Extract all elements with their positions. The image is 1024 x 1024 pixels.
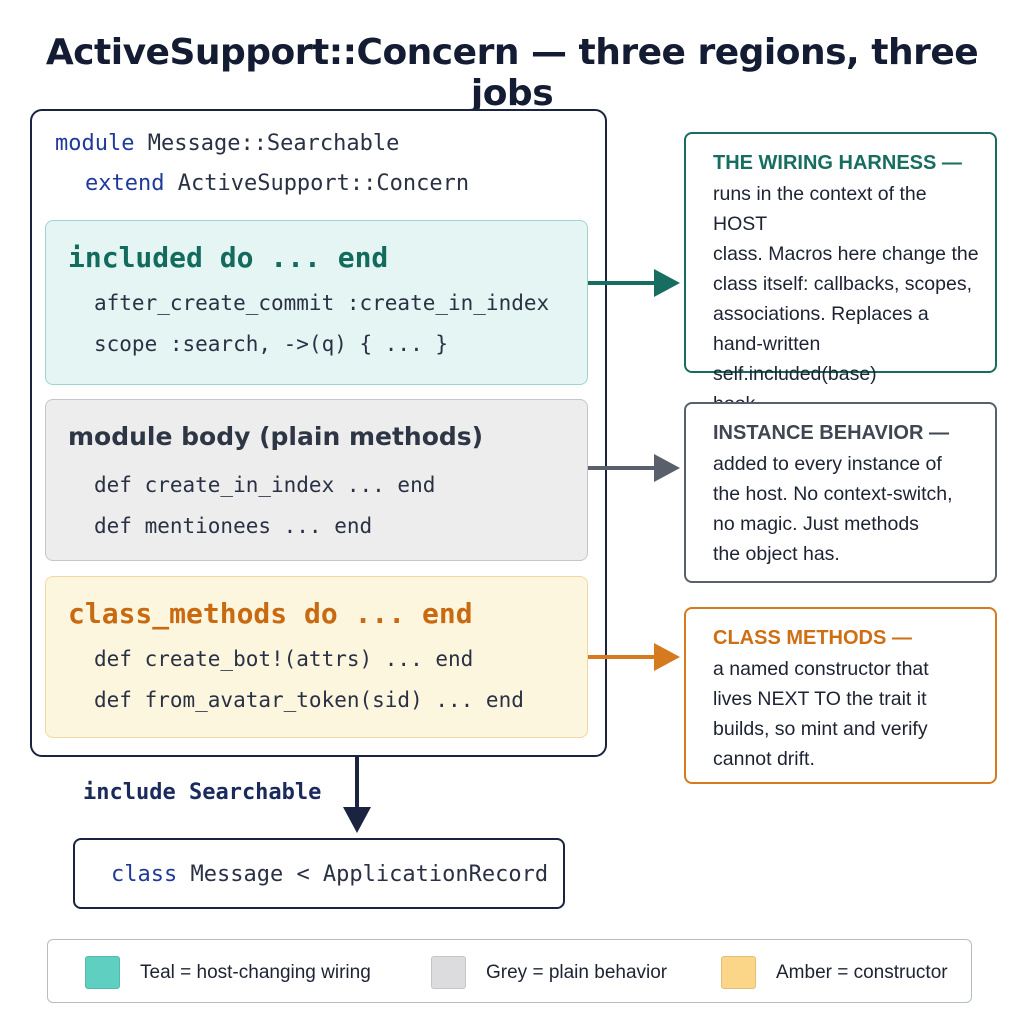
class-methods-callout-body: a named constructor that lives NEXT TO t…	[713, 654, 981, 774]
class-methods-code-line-1: def create_bot!(attrs) ... end	[94, 647, 474, 671]
class-methods-heading: class_methods do ... end	[68, 597, 473, 630]
wiring-harness-line-4: associations. Replaces a	[713, 303, 929, 325]
included-code-line-1: after_create_commit :create_in_index	[94, 291, 550, 315]
host-class-declaration: class Message < ApplicationRecord	[111, 862, 548, 887]
class-methods-code-line-2: def from_avatar_token(sid) ... end	[94, 688, 524, 712]
class-methods-callout-line-1: a named constructor that	[713, 658, 929, 680]
teal-arrow	[588, 269, 680, 297]
legend: Teal = host-changing wiring Grey = plain…	[47, 939, 972, 1003]
host-class-name: Message < ApplicationRecord	[177, 862, 549, 887]
instance-behavior-line-2: the host. No context-switch,	[713, 483, 953, 505]
wiring-harness-line-3: class itself: callbacks, scopes,	[713, 273, 973, 295]
teal-swatch	[85, 956, 120, 989]
wiring-harness-line-5: hand-written self.included(base)	[713, 333, 877, 385]
diagram-title: ActiveSupport::Concern — three regions, …	[45, 32, 979, 114]
module-declaration: module Message::Searchable	[55, 131, 399, 156]
class-methods-callout-line-2: lives NEXT TO the trait it	[713, 688, 927, 710]
include-label: include Searchable	[83, 780, 322, 805]
legend-label-grey: Grey = plain behavior	[486, 961, 668, 983]
instance-behavior-line-4: the object has.	[713, 543, 840, 565]
extend-line: extend ActiveSupport::Concern	[85, 171, 469, 196]
class-methods-callout-line-3: builds, so mint and verify	[713, 718, 928, 740]
module-body-region: module body (plain methods) def create_i…	[45, 399, 588, 561]
wiring-harness-body: runs in the context of the HOST class. M…	[713, 179, 981, 419]
grey-swatch	[431, 956, 466, 989]
wiring-harness-heading: THE WIRING HARNESS —	[713, 152, 962, 174]
legend-item-amber: Amber = constructor	[721, 956, 948, 989]
class-methods-region: class_methods do ... end def create_bot!…	[45, 576, 588, 738]
wiring-harness-callout: THE WIRING HARNESS — runs in the context…	[684, 132, 997, 415]
legend-item-grey: Grey = plain behavior	[431, 956, 667, 989]
module-body-code-line-1: def create_in_index ... end	[94, 473, 436, 497]
instance-behavior-line-3: no magic. Just methods	[713, 513, 919, 535]
class-methods-callout: CLASS METHODS — a named constructor that…	[684, 607, 997, 784]
wiring-harness-line-2: class. Macros here change the	[713, 243, 979, 265]
instance-behavior-callout: INSTANCE BEHAVIOR — added to every insta…	[684, 402, 997, 583]
instance-behavior-body: added to every instance of the host. No …	[713, 449, 981, 569]
instance-behavior-line-1: added to every instance of	[713, 453, 942, 475]
class-methods-callout-line-4: cannot drift.	[713, 748, 815, 770]
legend-label-teal: Teal = host-changing wiring	[140, 961, 371, 983]
module-keyword: module	[55, 131, 135, 156]
extend-keyword: extend	[85, 171, 165, 196]
amber-arrow	[588, 643, 680, 671]
amber-swatch	[721, 956, 756, 989]
wiring-harness-line-1: runs in the context of the HOST	[713, 183, 927, 235]
module-body-heading: module body (plain methods)	[68, 422, 484, 451]
class-methods-callout-heading: CLASS METHODS —	[713, 627, 912, 649]
extend-target: ActiveSupport::Concern	[164, 171, 470, 196]
included-code-line-2: scope :search, ->(q) { ... }	[94, 332, 449, 356]
legend-label-amber: Amber = constructor	[776, 961, 948, 983]
host-class-box: class Message < ApplicationRecord	[73, 838, 565, 909]
module-body-code-line-2: def mentionees ... end	[94, 514, 373, 538]
instance-behavior-heading: INSTANCE BEHAVIOR —	[713, 422, 949, 444]
included-region: included do ... end after_create_commit …	[45, 220, 588, 385]
included-heading: included do ... end	[68, 241, 389, 274]
grey-arrow	[588, 454, 680, 482]
class-keyword: class	[111, 862, 178, 887]
legend-item-teal: Teal = host-changing wiring	[85, 956, 371, 989]
module-name: Message::Searchable	[134, 131, 400, 156]
include-arrow	[343, 757, 371, 833]
